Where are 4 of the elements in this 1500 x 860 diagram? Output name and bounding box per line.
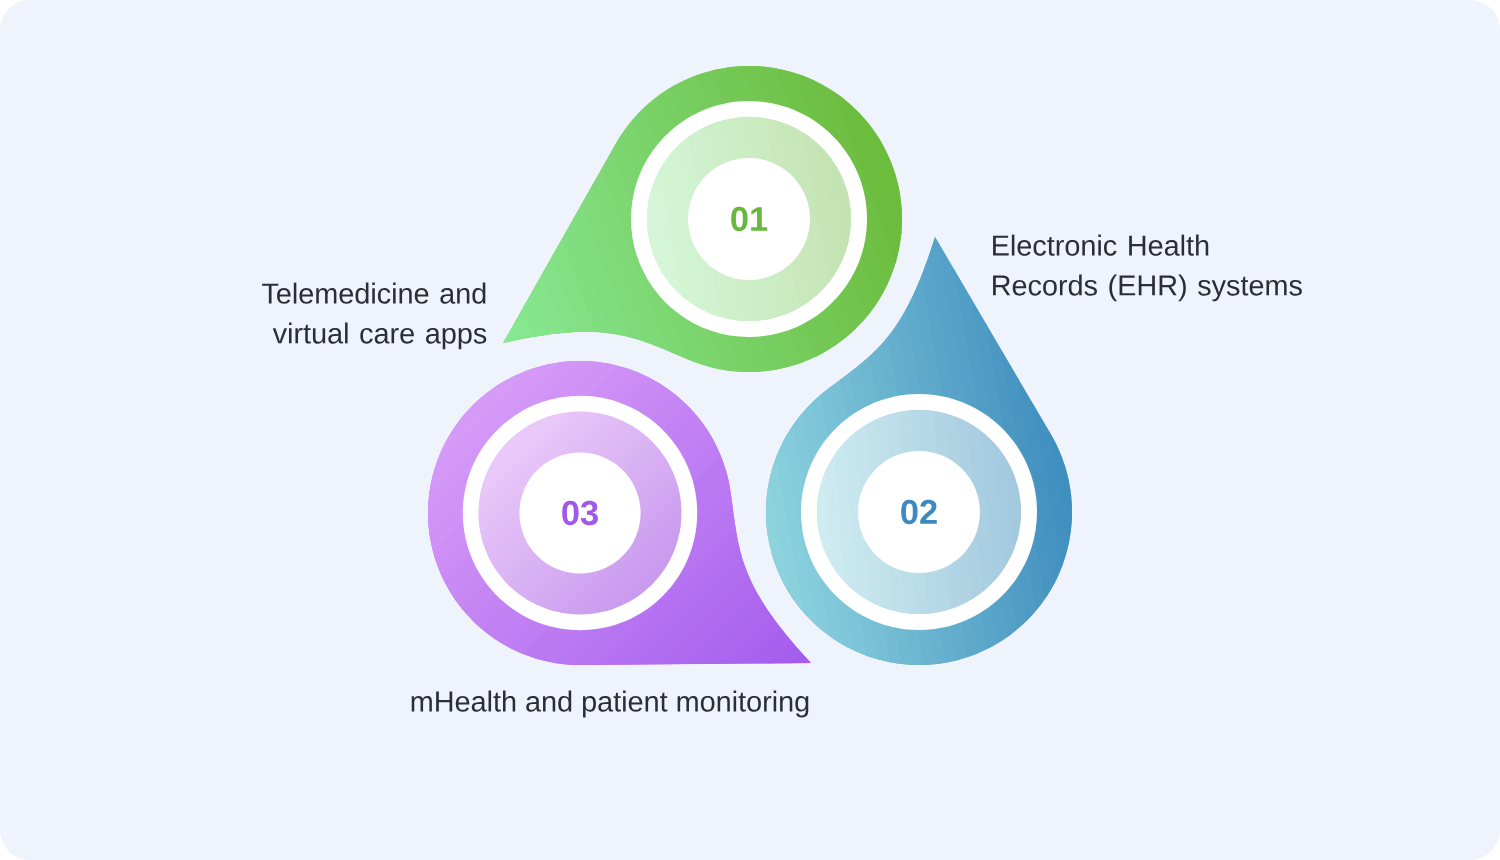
teardrop-badge: 01: [503, 66, 902, 372]
teardrop-badge: 03: [428, 361, 811, 665]
item-label: mHealth and patient monitoring: [411, 690, 809, 718]
item-label: Telemedicine and virtual care apps: [262, 282, 487, 350]
